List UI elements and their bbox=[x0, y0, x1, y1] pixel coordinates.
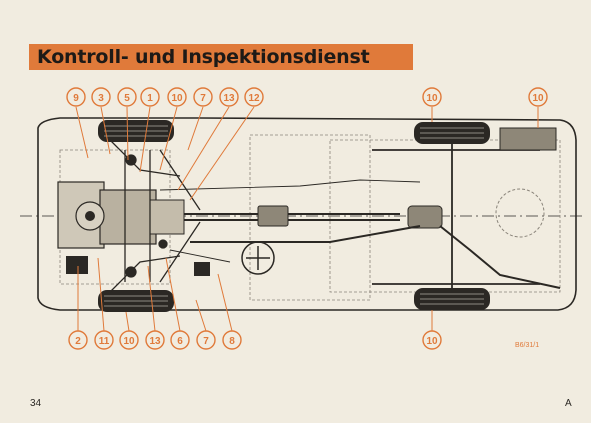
front-left-wheel bbox=[98, 120, 174, 142]
rear-muffler bbox=[407, 205, 443, 229]
callout-leaders-bottom bbox=[77, 257, 433, 332]
center-muffler bbox=[257, 205, 289, 227]
brake-pedal bbox=[194, 262, 210, 276]
rear-right-wheel bbox=[414, 288, 490, 310]
fuel-tank bbox=[499, 127, 557, 151]
rear-left-wheel bbox=[414, 122, 490, 144]
body-outline bbox=[37, 117, 577, 311]
figure-code: B6/31/1 bbox=[515, 342, 540, 349]
engine-block bbox=[57, 181, 185, 274]
page-number: 34 bbox=[30, 398, 42, 409]
spare-wheel bbox=[495, 188, 545, 238]
brake-lines bbox=[159, 179, 421, 263]
exhaust-pipe bbox=[190, 225, 561, 289]
callout-leaders-top bbox=[75, 106, 539, 201]
section-letter: A bbox=[565, 398, 572, 409]
front-right-wheel bbox=[98, 290, 174, 312]
steering-wheel bbox=[241, 241, 275, 275]
drive-shaft bbox=[184, 213, 400, 221]
section-title: Kontroll- und Inspektionsdienst bbox=[37, 46, 370, 68]
section-title-bar: Kontroll- und Inspektionsdienst bbox=[29, 44, 413, 70]
